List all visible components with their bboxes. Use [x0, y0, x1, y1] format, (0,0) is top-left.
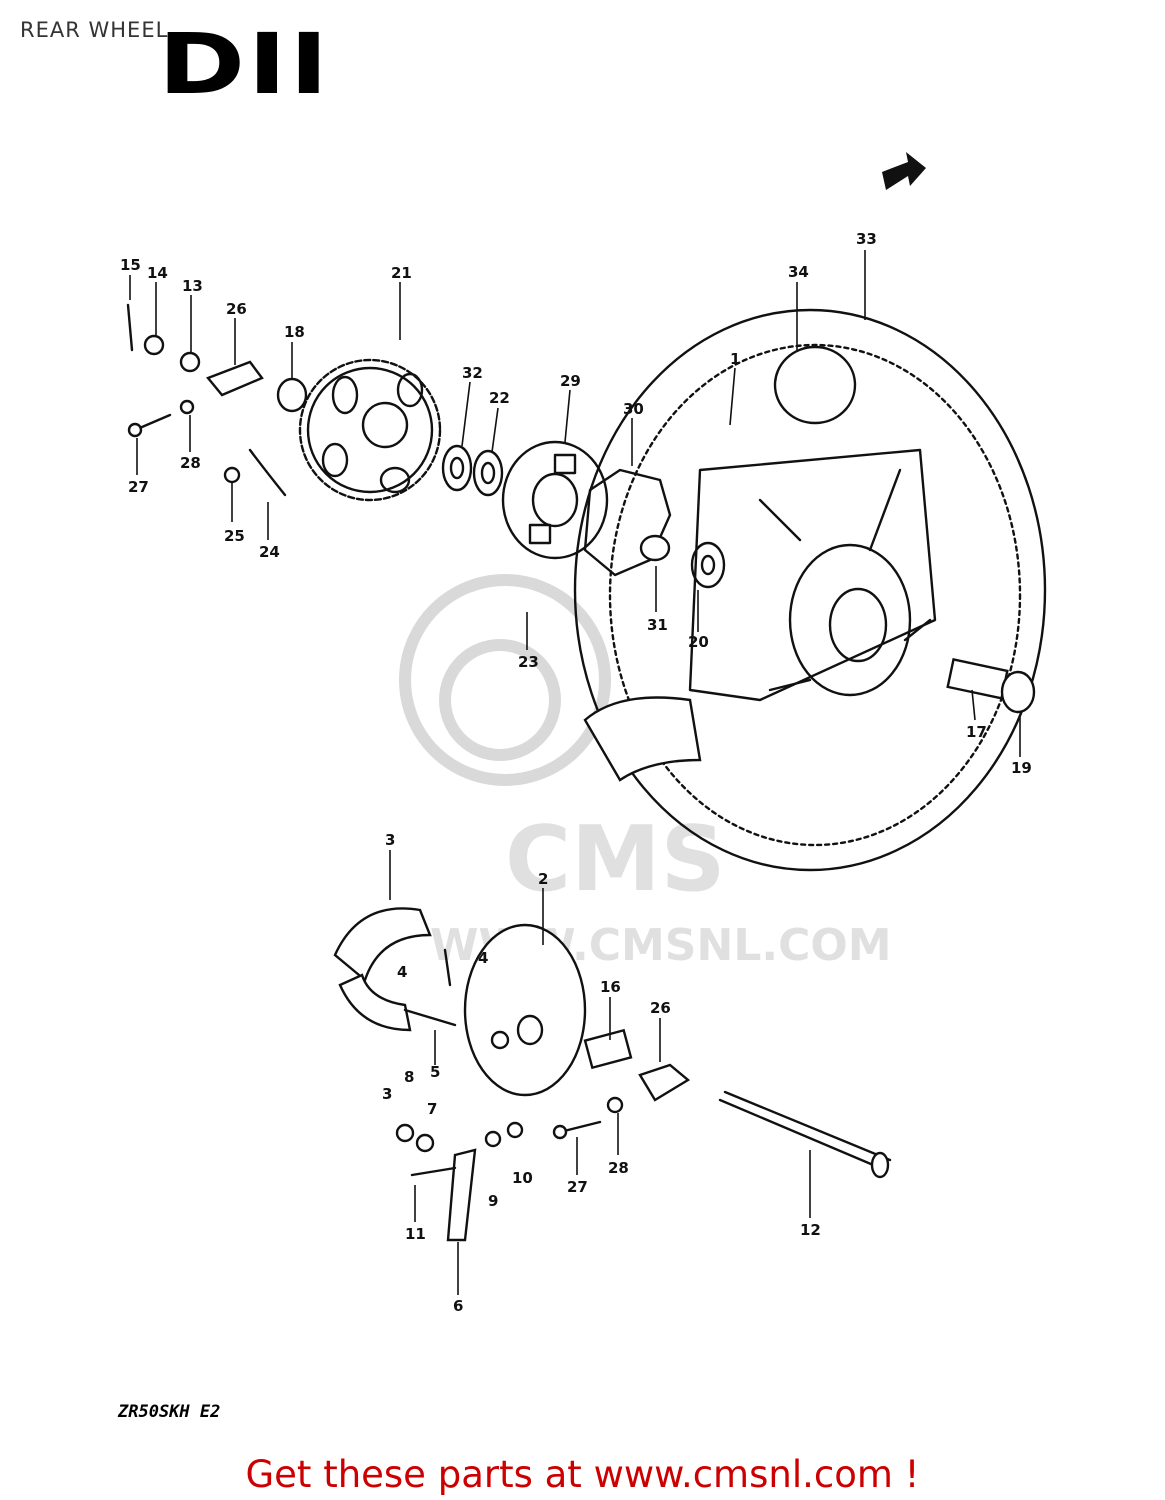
callout-24: 24 [259, 543, 280, 561]
callout-9: 9 [488, 1192, 498, 1210]
damper-rubbers [583, 468, 672, 577]
brake-arm-hardware [395, 1096, 624, 1242]
page-title: REAR WHEEL [20, 18, 169, 42]
buy-parts-link[interactable]: Get these parts at www.cmsnl.com ! [245, 1453, 920, 1496]
callout-1: 1 [730, 350, 740, 368]
callout-30: 30 [623, 400, 644, 418]
callout-16: 16 [600, 978, 621, 996]
callout-20: 20 [688, 633, 709, 651]
callout-32: 32 [462, 364, 483, 382]
leader-lines [129, 250, 1021, 1295]
callout-27-bottom: 27 [567, 1178, 588, 1196]
callout-8: 8 [404, 1068, 414, 1086]
callout-4-left: 4 [397, 963, 407, 981]
tire-section [773, 345, 857, 425]
callout-6: 6 [453, 1297, 463, 1315]
callout-3-top: 3 [385, 831, 395, 849]
callout-15: 15 [120, 256, 141, 274]
callout-11: 11 [405, 1225, 426, 1243]
callout-19: 19 [1011, 759, 1032, 777]
watermark-brand: CMS [505, 807, 725, 912]
callout-26-bottom: 26 [650, 999, 671, 1017]
brake-shoes [333, 907, 457, 1032]
callout-numbers: 15 14 13 26 18 21 32 22 29 30 1 34 33 27… [120, 230, 1032, 1315]
brake-panel [463, 923, 587, 1097]
callout-31: 31 [647, 616, 668, 634]
callout-27-top: 27 [128, 478, 149, 496]
callout-34: 34 [788, 263, 809, 281]
section-code: DII [158, 15, 331, 113]
rear-sprocket [298, 358, 442, 502]
axle-spacer [946, 658, 1036, 714]
callout-23: 23 [518, 653, 539, 671]
callout-7: 7 [427, 1100, 437, 1118]
callout-18: 18 [284, 323, 305, 341]
callout-14: 14 [147, 264, 168, 282]
callout-28-bottom: 28 [608, 1159, 629, 1177]
model-code: ZR50SKH E2 [118, 1402, 221, 1422]
callout-5: 5 [430, 1063, 440, 1081]
callout-12: 12 [800, 1221, 821, 1239]
cms-watermark: CMS WWW.CMSNL.COM [399, 574, 892, 971]
callout-29: 29 [560, 372, 581, 390]
sprocket-mount-hub [501, 440, 609, 560]
bearings [441, 444, 726, 589]
callout-17: 17 [966, 723, 987, 741]
adjuster-hardware [126, 303, 308, 497]
callout-28-top: 28 [180, 454, 201, 472]
direction-arrow-icon [882, 152, 926, 190]
callout-33: 33 [856, 230, 877, 248]
axle-assembly [583, 1028, 892, 1179]
callout-22: 22 [489, 389, 510, 407]
callout-21: 21 [391, 264, 412, 282]
callout-3-bottom: 3 [382, 1085, 392, 1103]
callout-13: 13 [182, 277, 203, 295]
callout-4-right: 4 [478, 949, 488, 967]
callout-25: 25 [224, 527, 245, 545]
callout-2: 2 [538, 870, 548, 888]
callout-10: 10 [512, 1169, 533, 1187]
rear-wheel [573, 308, 1047, 872]
callout-26-top: 26 [226, 300, 247, 318]
